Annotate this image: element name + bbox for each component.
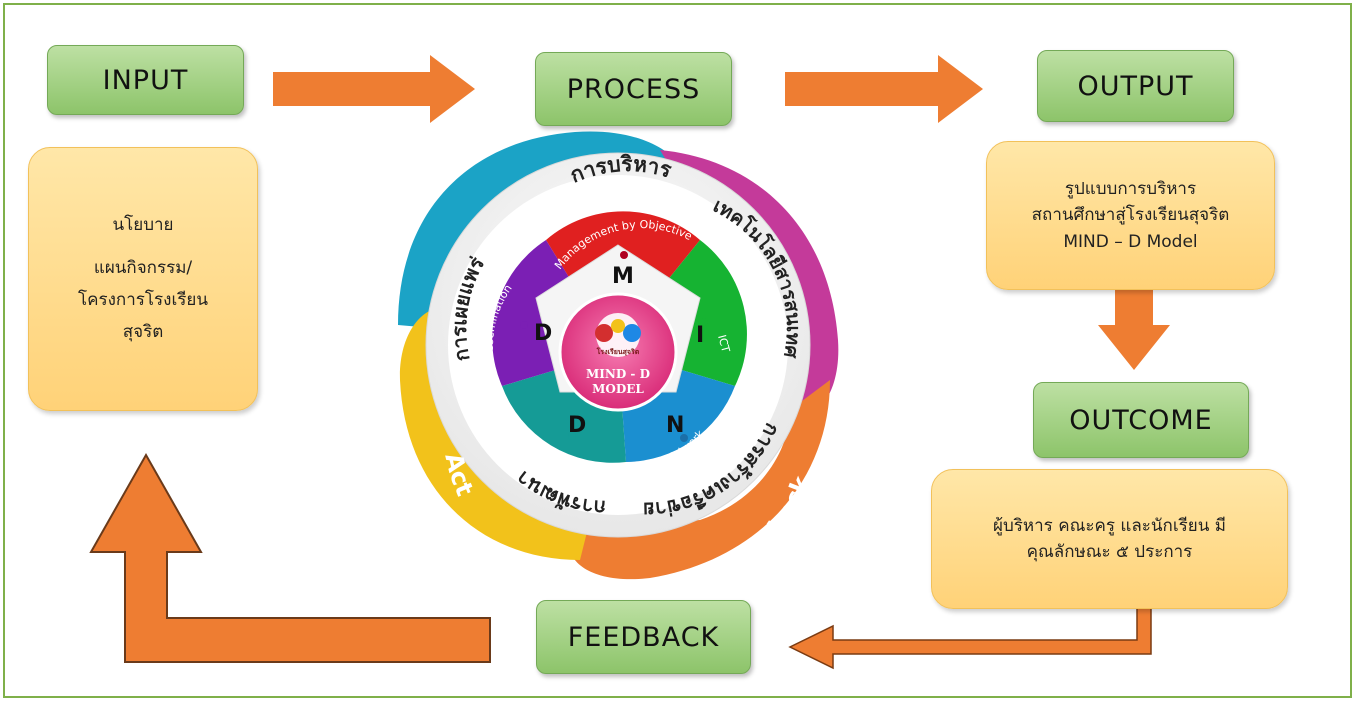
process-label: PROCESS [566, 73, 701, 105]
outcome-box: OUTCOME [1033, 382, 1249, 458]
outcome-line-2: คุณลักษณะ ๕ ประการ [1026, 542, 1193, 562]
arrow-process-to-output [785, 55, 983, 123]
input-line-1: นโยบาย [112, 215, 174, 236]
logo-emblem [596, 313, 640, 357]
logo-caption: โรงเรียนสุจริต [596, 347, 640, 356]
outcome-label: OUTCOME [1069, 404, 1213, 436]
input-line-4: สุจริต [122, 322, 164, 343]
segment-ict [658, 240, 747, 386]
output-box: OUTPUT [1037, 50, 1234, 122]
input-line-3: โครงการโรงเรียน [78, 290, 208, 310]
diagram-frame [3, 3, 1352, 698]
feedback-box: FEEDBACK [536, 600, 751, 674]
arrow-feedback-to-input [89, 452, 491, 663]
outcome-content-box: ผู้บริหาร คณะครู และนักเรียน มี คุณลักษณ… [931, 469, 1288, 609]
letter-n: N [666, 413, 684, 438]
segment-network [622, 368, 735, 462]
arrow-input-to-process [273, 55, 475, 123]
input-line-2: แผนกิจกรรม/ [93, 257, 193, 278]
output-content-box: รูปแบบการบริหาร สถานศึกษาสู่โรงเรียนสุจร… [986, 141, 1275, 290]
outcome-line-1: ผู้บริหาร คณะครู และนักเรียน มี [993, 515, 1226, 536]
do-label: Do [790, 172, 827, 215]
center-title-line1: MIND - D [586, 367, 650, 381]
arrow-outcome-to-feedback [788, 604, 1152, 670]
output-line-1: รูปแบบการบริหาร [1064, 178, 1197, 199]
plan-label: Plan [461, 84, 523, 147]
output-line-2: สถานศึกษาสู่โรงเรียนสุจริต [1031, 205, 1230, 226]
input-content-box: นโยบาย แผนกิจกรรม/ โครงการโรงเรียน สุจริ… [28, 147, 258, 411]
en-label-ict: ICT [715, 333, 732, 354]
output-label: OUTPUT [1077, 70, 1194, 102]
mind-d-wheel [492, 211, 747, 463]
arrow-output-to-outcome [1098, 285, 1170, 370]
letter-d-bottom: D [568, 413, 586, 438]
segment-dissemination [492, 240, 578, 386]
feedback-label: FEEDBACK [567, 621, 720, 653]
segment-development [502, 368, 626, 463]
input-label: INPUT [102, 64, 189, 96]
letter-i: I [696, 323, 704, 348]
center-title-line2: MODEL [592, 382, 644, 396]
letter-d-left: D [534, 321, 552, 346]
letter-m: M [612, 264, 634, 289]
process-box: PROCESS [535, 52, 732, 126]
input-box: INPUT [47, 45, 244, 115]
output-line-3: MIND – D Model [1063, 231, 1198, 252]
